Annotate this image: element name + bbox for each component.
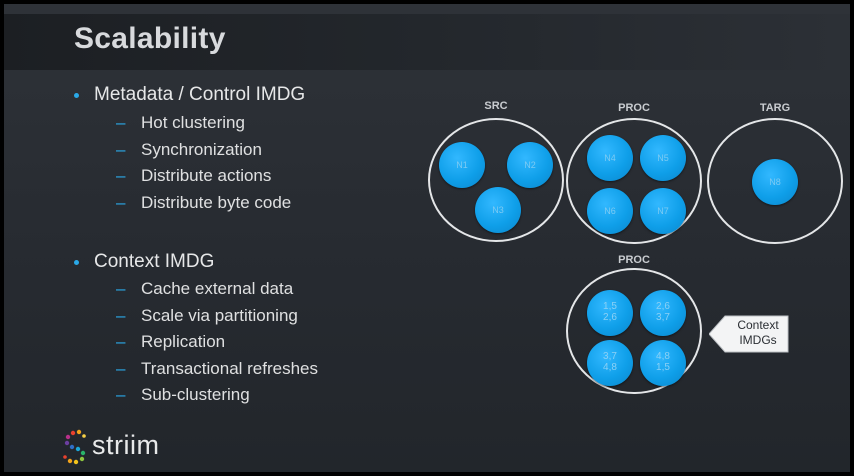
callout-arrow-shape [709,315,789,353]
cluster-targ: N8 [707,118,843,244]
context-node-2: 2,6 3,7 [640,290,686,336]
context-node-1: 1,5 2,6 [587,290,633,336]
sub-list-metadata: Hot clustering Synchronization Distribut… [4,110,291,216]
callout-line1: Context [737,318,779,332]
bullet-list-context: Context IMDG [4,249,214,275]
slide: Scalability Metadata / Control IMDG Hot … [4,4,850,472]
slide-title: Scalability [74,22,226,55]
bullet-context-imdg: Context IMDG [4,249,214,275]
node-n2: N2 [507,142,553,188]
node-n4: N4 [587,135,633,181]
sub-bullet-cache-external-data: Cache external data [4,276,318,303]
sub-bullet-transactional-refreshes: Transactional refreshes [4,356,318,383]
cluster-context-proc: 1,5 2,6 2,6 3,7 3,7 4,8 4,8 1,5 [566,268,702,394]
striim-logo-icon [63,429,86,465]
context-imdgs-callout: Context IMDGs [709,315,789,353]
sub-bullet-scale-via-partitioning: Scale via partitioning [4,303,318,330]
sub-bullet-distribute-byte-code: Distribute byte code [4,190,291,217]
cluster-proc: N4 N5 N6 N7 [566,118,702,244]
node-n8: N8 [752,159,798,205]
node-n6: N6 [587,188,633,234]
bullet-list-metadata: Metadata / Control IMDG [4,82,305,108]
cluster-src: N1 N2 N3 [428,118,564,242]
group-label-targ: TARG [759,102,791,114]
context-node-3: 3,7 4,8 [587,340,633,386]
context-node-4: 4,8 1,5 [640,340,686,386]
sub-list-context: Cache external data Scale via partitioni… [4,276,318,409]
node-n5: N5 [640,135,686,181]
sub-bullet-replication: Replication [4,329,318,356]
sub-bullet-distribute-actions: Distribute actions [4,163,291,190]
group-label-proc: PROC [618,102,650,114]
sub-bullet-sub-clustering: Sub-clustering [4,382,318,409]
node-n3: N3 [475,187,521,233]
title-band [4,14,850,70]
sub-bullet-synchronization: Synchronization [4,137,291,164]
group-label-src: SRC [484,100,508,112]
striim-logo-text: striim [92,430,160,460]
node-n1: N1 [439,142,485,188]
striim-logo: striim [62,428,202,468]
group-label-context-proc: PROC [618,254,650,266]
callout-line2: IMDGs [739,333,777,347]
node-n7: N7 [640,188,686,234]
sub-bullet-hot-clustering: Hot clustering [4,110,291,137]
bullet-metadata-control-imdg: Metadata / Control IMDG [4,82,305,108]
